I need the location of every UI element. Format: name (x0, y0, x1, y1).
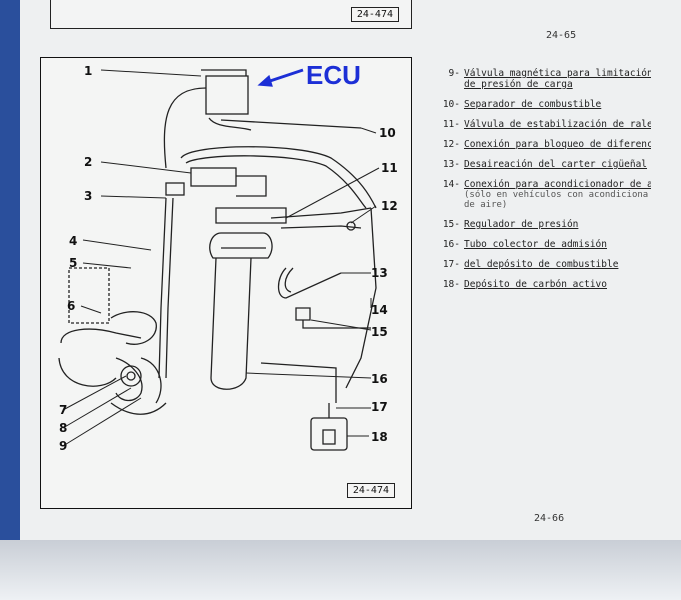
callout-16: 16 (371, 372, 388, 386)
page-number-top: 24-65 (546, 30, 577, 41)
callout-1: 1 (84, 64, 93, 78)
callout-15: 15 (371, 325, 388, 339)
callout-9: 9 (59, 439, 68, 453)
legend-item: 14- Conexión para acondicionador de air(… (442, 179, 651, 210)
callout-17: 17 (371, 400, 388, 414)
callout-7: 7 (59, 403, 68, 417)
callout-5: 5 (69, 256, 78, 270)
top-figure-ref: 24-474 (350, 7, 399, 22)
callout-3: 3 (84, 189, 93, 203)
ecu-annotation: ECU (306, 60, 361, 90)
ecu-box (205, 75, 249, 115)
legend-item: 15- Regulador de presión (442, 219, 579, 230)
page-shadow (0, 540, 681, 600)
callout-13: 13 (371, 266, 388, 280)
previous-figure-strip: 24-474 (50, 0, 412, 29)
callout-12: 12 (381, 199, 398, 213)
legend-item: 12- Conexión para bloqueo de diferenci (442, 139, 651, 150)
legend-item: 16- Tubo colector de admisión (442, 239, 607, 250)
engine-drawing (58, 68, 380, 451)
callout-4: 4 (69, 234, 78, 248)
carbon-canister (310, 417, 348, 451)
legend-item: 13- Desaireación del carter cigüeñal (442, 159, 648, 170)
callout-18: 18 (371, 430, 388, 444)
legend-item: 11- Válvula de estabilización de ralení (442, 119, 651, 130)
callout-6: 6 (67, 299, 76, 313)
legend-item: 17- del depósito de combustible (442, 259, 619, 270)
callout-14: 14 (371, 303, 388, 317)
callout-11: 11 (381, 161, 398, 175)
page-number-bottom: 24-66 (534, 513, 565, 524)
diagram-figure-ref: 24-474 (346, 483, 395, 498)
callout-8: 8 (59, 421, 68, 435)
callout-10: 10 (379, 126, 396, 140)
legend-item: 10- Separador de combustible (442, 99, 602, 110)
engine-diagram: 1 2 3 4 5 6 7 8 9 10 11 12 13 14 15 16 1… (40, 57, 412, 509)
legend-item: 18- Depósito de carbón activo (442, 279, 607, 290)
callout-2: 2 (84, 155, 93, 169)
valve-2 (190, 167, 237, 187)
